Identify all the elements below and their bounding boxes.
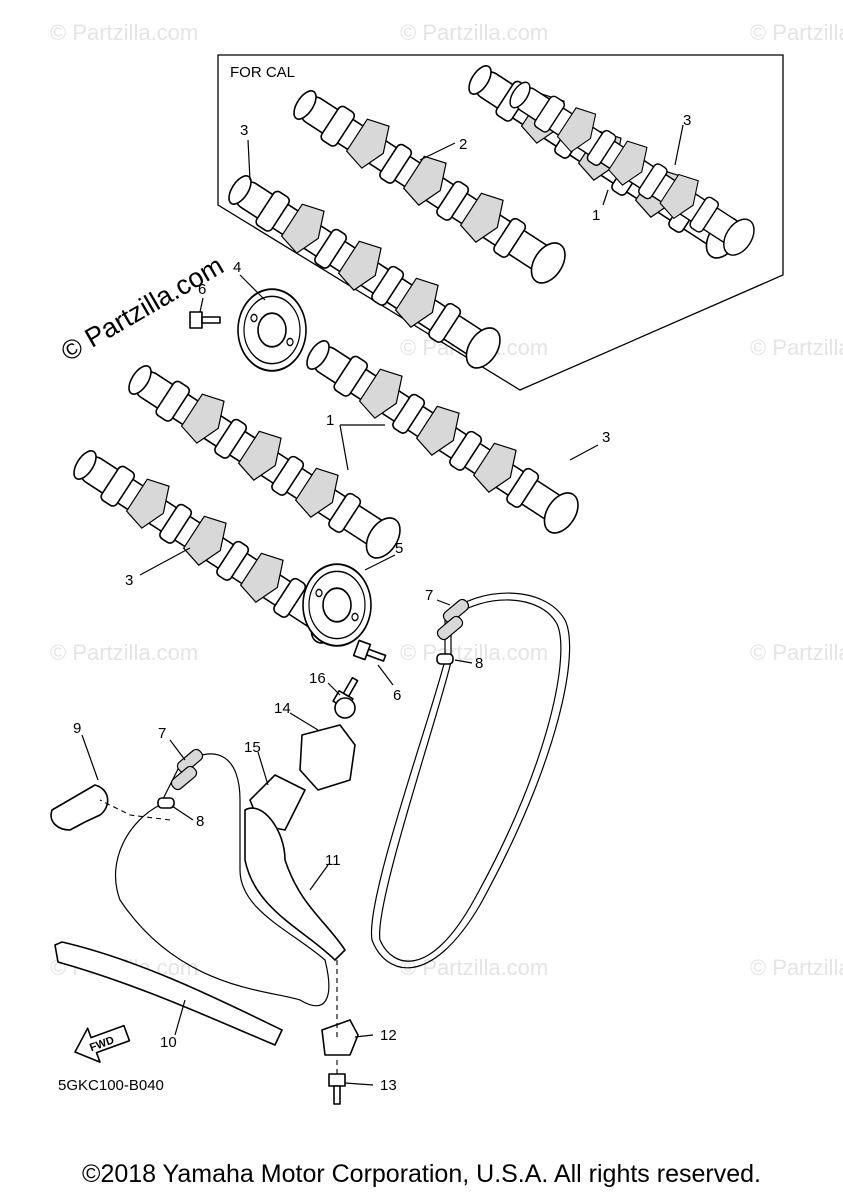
camshaft-icon bbox=[502, 69, 764, 262]
watermark-text: © Partzilla.com bbox=[50, 20, 198, 45]
cam-sprocket-icon bbox=[302, 563, 372, 647]
fwd-arrow-icon: FWD bbox=[74, 1024, 131, 1063]
watermark-text: © Partzilla.com bbox=[750, 335, 843, 360]
inset-label: FOR CAL bbox=[230, 64, 295, 81]
guide-bracket-icon bbox=[321, 1019, 359, 1056]
callout-11: 11 bbox=[325, 852, 341, 869]
for-cal-inset-frame bbox=[217, 54, 784, 391]
watermark-text: © Partzilla.com bbox=[750, 640, 843, 665]
chain-guide-icon bbox=[244, 807, 346, 961]
callout-13: 13 bbox=[380, 1077, 397, 1094]
callout-1-inset: 1 bbox=[592, 207, 600, 224]
callout-7-right: 7 bbox=[425, 587, 433, 604]
callout-14: 14 bbox=[274, 700, 291, 717]
leader-line bbox=[454, 659, 473, 664]
watermark-layer: © Partzilla.com © Partzilla.com © Partzi… bbox=[50, 20, 843, 980]
chain-guide-stopper-icon bbox=[50, 784, 109, 831]
callout-7-left: 7 bbox=[158, 725, 166, 742]
chain-pin-icon bbox=[157, 797, 175, 809]
leader-line bbox=[364, 554, 396, 571]
callout-8-left: 8 bbox=[196, 813, 204, 830]
leader-line bbox=[674, 124, 684, 166]
callout-numbers: 1 2 3 3 4 6 1 3 3 5 7 8 6 16 14 9 7 15 8… bbox=[73, 112, 691, 1094]
timing-chain-icon bbox=[370, 592, 571, 969]
chain-link-icon bbox=[442, 598, 470, 624]
timing-chain-icon bbox=[379, 599, 562, 962]
callout-3-left: 3 bbox=[125, 572, 133, 589]
tensioner-icon bbox=[299, 724, 356, 791]
callout-3-inset-right: 3 bbox=[683, 112, 691, 129]
callout-3-inset-left: 3 bbox=[240, 122, 248, 139]
chain-link-icon bbox=[176, 748, 204, 774]
leader-line bbox=[139, 547, 191, 576]
timing-chain-icon bbox=[115, 753, 330, 1007]
bolt-icon bbox=[328, 1073, 346, 1105]
leader-line bbox=[169, 739, 186, 761]
callout-5: 5 bbox=[395, 540, 403, 557]
leader-line bbox=[171, 805, 194, 821]
leader-line bbox=[81, 734, 99, 781]
callout-15: 15 bbox=[244, 739, 261, 756]
callout-3-right: 3 bbox=[602, 429, 610, 446]
callout-4: 4 bbox=[233, 259, 241, 276]
chain-link-icon bbox=[436, 615, 464, 641]
callout-12: 12 bbox=[380, 1027, 397, 1044]
leader-line bbox=[309, 864, 329, 891]
leader-line bbox=[602, 189, 609, 206]
leader-line bbox=[327, 682, 341, 696]
leader-line bbox=[419, 142, 456, 161]
watermark-text: © Partzilla.com bbox=[750, 955, 843, 980]
callout-10: 10 bbox=[160, 1034, 177, 1051]
bolt-icon bbox=[352, 639, 389, 667]
leader-line bbox=[239, 274, 266, 301]
watermark-text: © Partzilla.com bbox=[750, 20, 843, 45]
cam-sprocket-icon bbox=[237, 288, 307, 372]
watermark-text: © Partzilla.com bbox=[50, 640, 198, 665]
leader-line bbox=[354, 1034, 374, 1038]
callout-2-inset: 2 bbox=[459, 136, 467, 153]
leader-line bbox=[339, 424, 385, 471]
leader-lines bbox=[81, 124, 684, 1086]
leader-line bbox=[199, 297, 204, 313]
watermark-text: © Partzilla.com bbox=[400, 20, 548, 45]
leader-line bbox=[174, 999, 186, 1036]
watermark-text: © Partzilla.com bbox=[400, 955, 548, 980]
partzilla-watermark: © Partzilla.com bbox=[56, 250, 229, 367]
watermark-text: © Partzilla.com bbox=[400, 640, 548, 665]
copyright-footer: ©2018 Yamaha Motor Corporation, U.S.A. A… bbox=[82, 1160, 761, 1188]
chain-pin-icon bbox=[436, 653, 454, 665]
diagram-code: 5GKC100-B040 bbox=[58, 1077, 164, 1094]
leader-line bbox=[257, 751, 269, 786]
bolt-icon bbox=[189, 311, 221, 329]
leader-line bbox=[247, 139, 251, 181]
chain-guide-icon bbox=[54, 941, 283, 1046]
chain-link-icon bbox=[170, 765, 198, 791]
leader-line bbox=[289, 712, 319, 731]
leader-line bbox=[377, 664, 394, 686]
callout-6-mid: 6 bbox=[393, 687, 401, 704]
leader-line bbox=[436, 599, 451, 606]
callout-16: 16 bbox=[309, 670, 326, 687]
tensioner-cap-icon bbox=[334, 697, 356, 719]
callout-9: 9 bbox=[73, 720, 81, 737]
callout-6-top: 6 bbox=[198, 281, 206, 298]
callout-1: 1 bbox=[326, 412, 334, 429]
callout-8-right: 8 bbox=[475, 655, 483, 672]
leader-line bbox=[569, 444, 599, 461]
leader-dash bbox=[99, 799, 171, 821]
leader-line bbox=[344, 1082, 374, 1086]
